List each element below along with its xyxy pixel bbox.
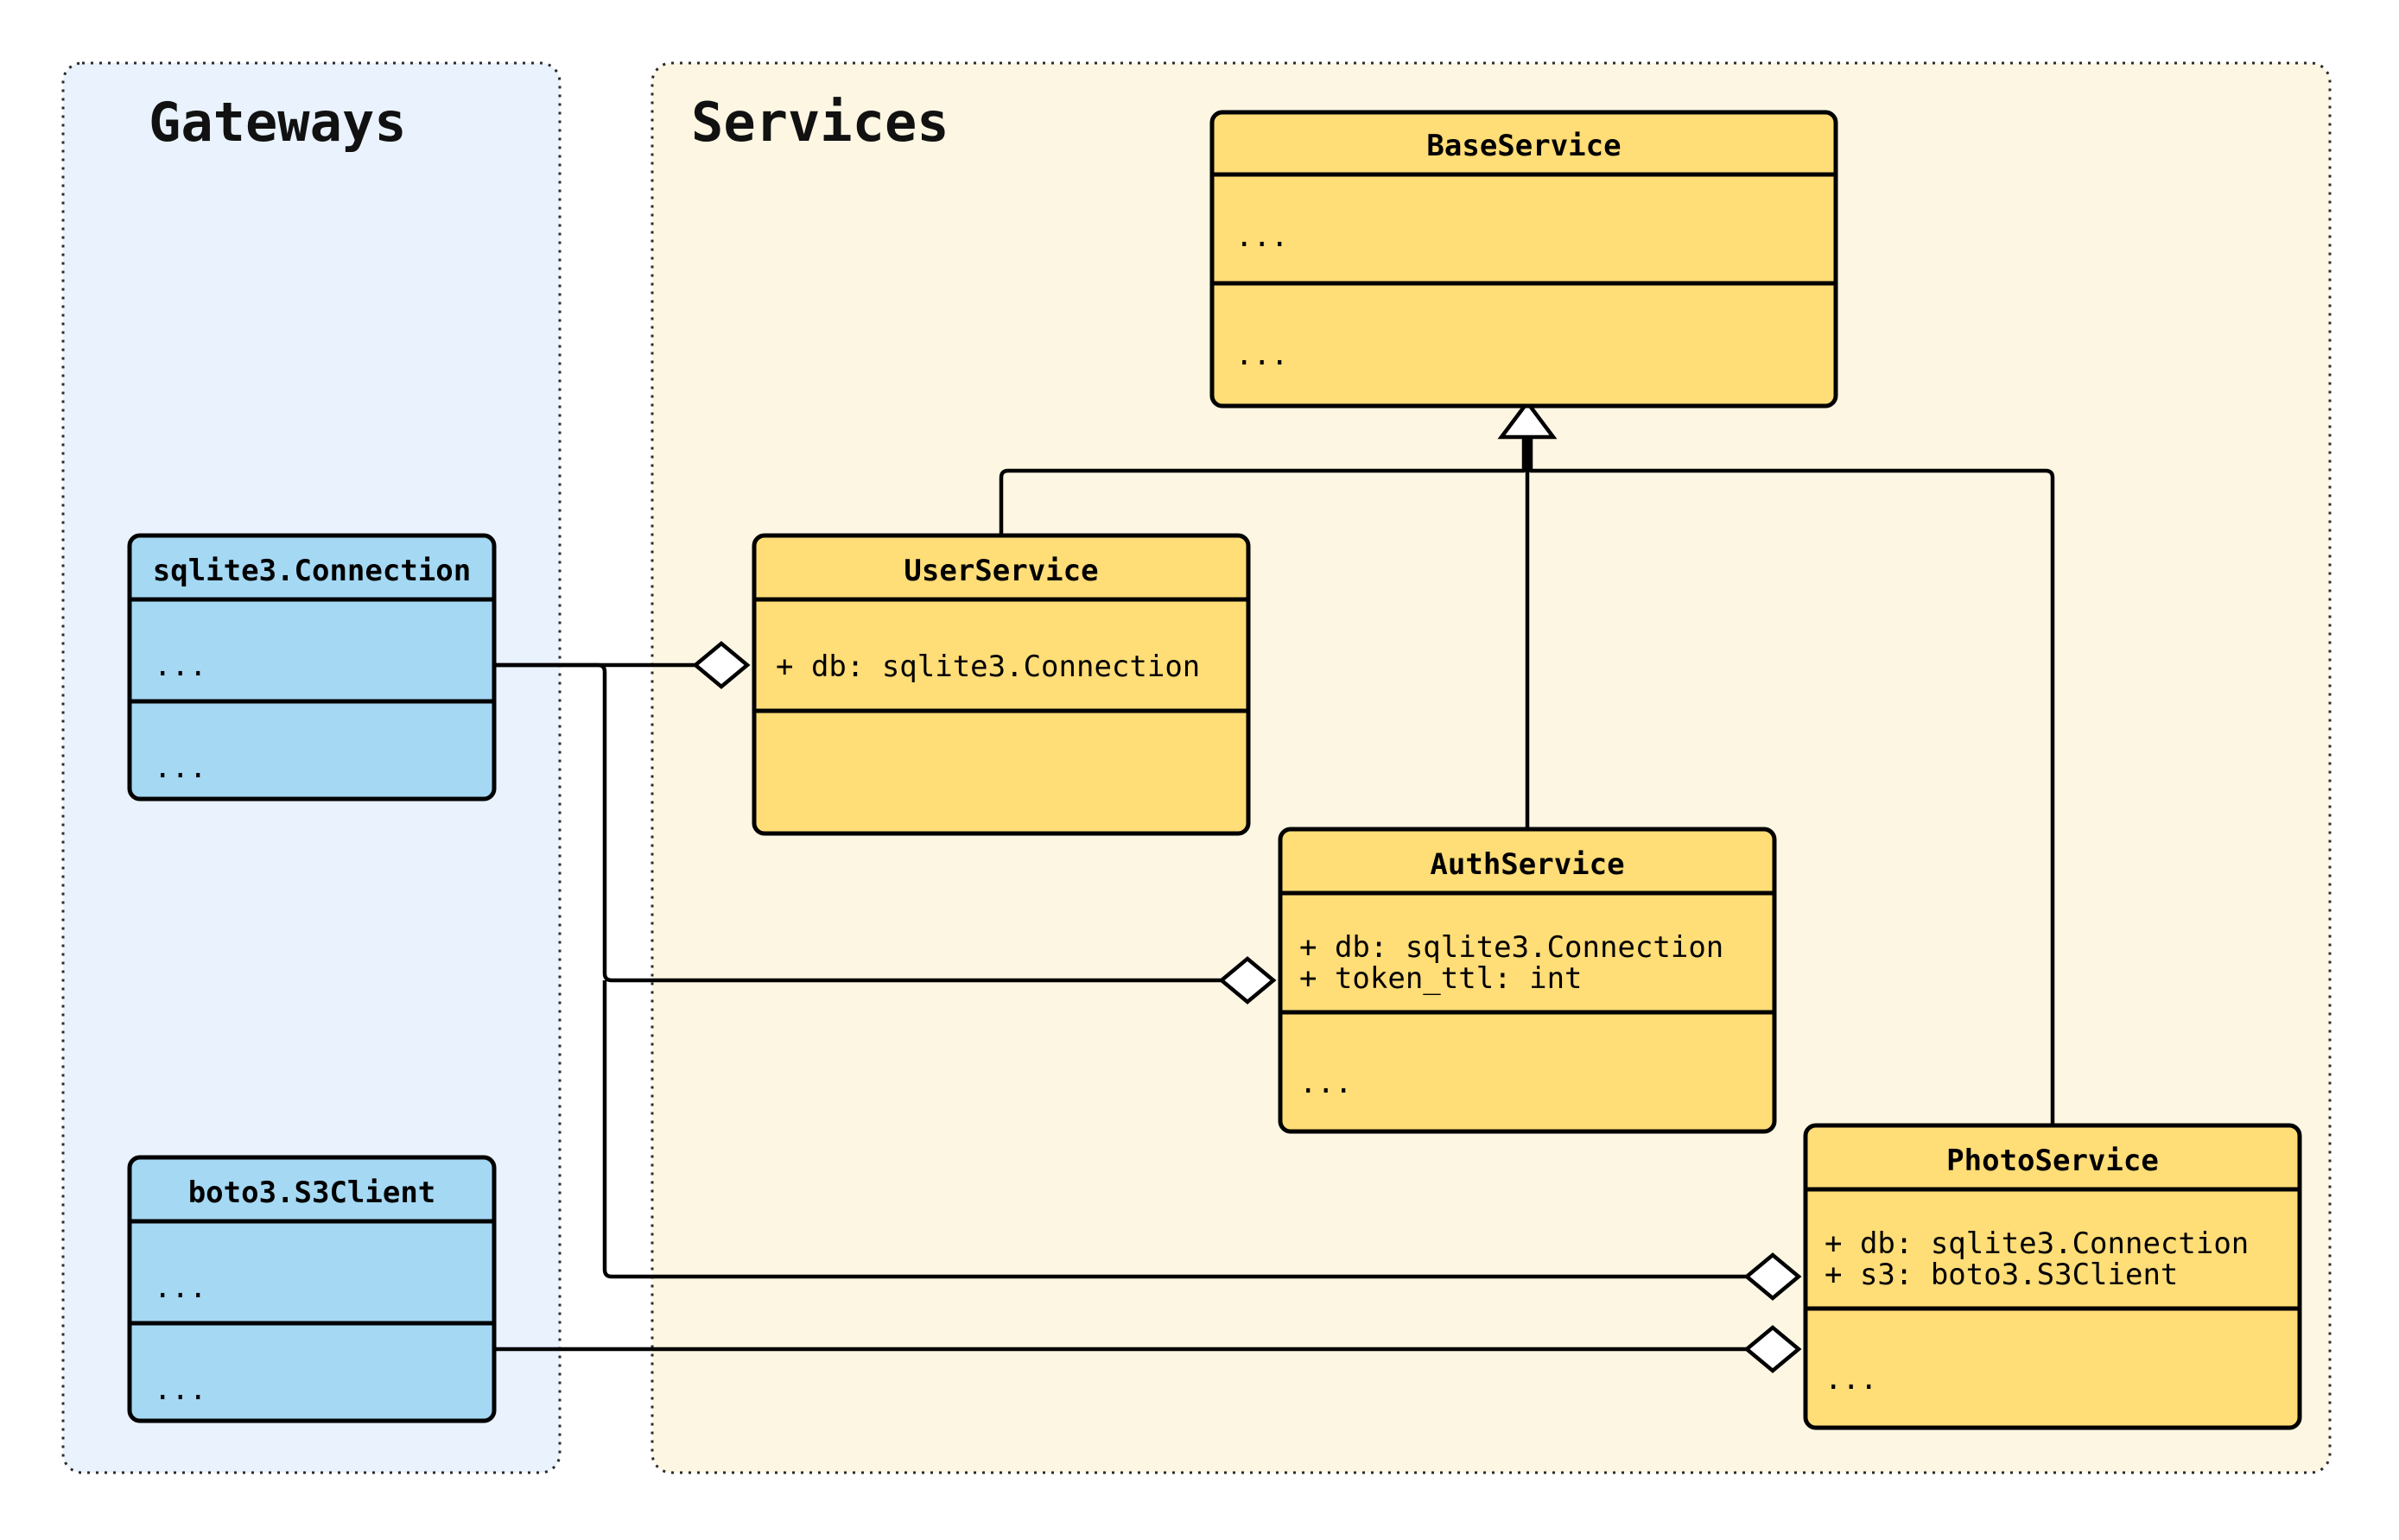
edge-authservice-aggregates-connection: [494, 662, 1222, 983]
hollow-triangle-icon: [1497, 399, 1558, 440]
class-sqlite3-connection[interactable]: sqlite3.Connection ... ...: [127, 533, 497, 802]
class-boto3-s3client-methods: ...: [154, 1372, 206, 1407]
aggregation-markers: [692, 641, 1802, 1373]
class-photo-service-attribute-db: + db: sqlite3.Connection: [1825, 1226, 2249, 1261]
class-sqlite3-connection-methods: ...: [154, 751, 206, 785]
package-services-rect: [651, 61, 2332, 1474]
hollow-diamond-icon-photoservice-db: [1743, 1252, 1802, 1301]
relationship-edges: [494, 436, 2055, 1352]
class-sqlite3-connection-title: sqlite3.Connection: [153, 554, 471, 588]
class-auth-service-title: AuthService: [1430, 847, 1624, 882]
hollow-diamond-icon-authservice-db: [1218, 956, 1277, 1004]
class-boto3-s3client-attributes: ...: [154, 1271, 206, 1305]
class-sqlite3-connection-attributes: ...: [154, 649, 206, 683]
hollow-diamond-icon-userservice-db: [692, 641, 751, 689]
package-gateways-label: Gateways: [149, 91, 407, 154]
class-auth-service-box: [1278, 827, 1777, 1134]
class-user-service-title: UserService: [904, 554, 1098, 588]
class-boto3-s3client-title: boto3.S3Client: [188, 1176, 436, 1210]
class-auth-service[interactable]: AuthService + db: sqlite3.Connection + t…: [1278, 827, 1777, 1134]
class-auth-service-methods: ...: [1299, 1066, 1352, 1100]
package-services-label: Services: [691, 91, 949, 154]
class-boto3-s3client[interactable]: boto3.S3Client ... ...: [127, 1155, 497, 1423]
class-auth-service-attribute-db: + db: sqlite3.Connection: [1299, 930, 1723, 965]
package-services[interactable]: Services: [651, 61, 2332, 1474]
class-base-service-attributes: ...: [1235, 219, 1288, 254]
edge-photoservice-aggregates-connection: [602, 980, 1747, 1279]
class-auth-service-attribute-token-ttl: + token_ttl: int: [1299, 961, 1583, 996]
class-base-service-box: [1209, 110, 1838, 409]
class-user-service-box: [752, 533, 1251, 836]
edge-userservice-inherits-baseservice: [999, 436, 1526, 536]
class-photo-service-title: PhotoService: [1946, 1144, 2159, 1178]
class-photo-service-attribute-s3: + s3: boto3.S3Client: [1825, 1258, 2178, 1292]
class-user-service-attribute-db: + db: sqlite3.Connection: [776, 650, 1200, 684]
class-photo-service[interactable]: PhotoService + db: sqlite3.Connection + …: [1803, 1123, 2302, 1430]
generalization-markers: [1497, 399, 1558, 440]
class-photo-service-box: [1803, 1123, 2302, 1430]
edge-photoservice-inherits-baseservice: [1528, 436, 2055, 1125]
class-photo-service-methods: ...: [1825, 1362, 1877, 1397]
class-base-service-title: BaseService: [1426, 129, 1621, 163]
class-base-service-methods: ...: [1235, 338, 1288, 372]
class-user-service[interactable]: UserService + db: sqlite3.Connection: [752, 533, 1251, 836]
hollow-diamond-icon-photoservice-s3: [1743, 1325, 1802, 1373]
class-base-service[interactable]: BaseService ... ...: [1209, 110, 1838, 409]
